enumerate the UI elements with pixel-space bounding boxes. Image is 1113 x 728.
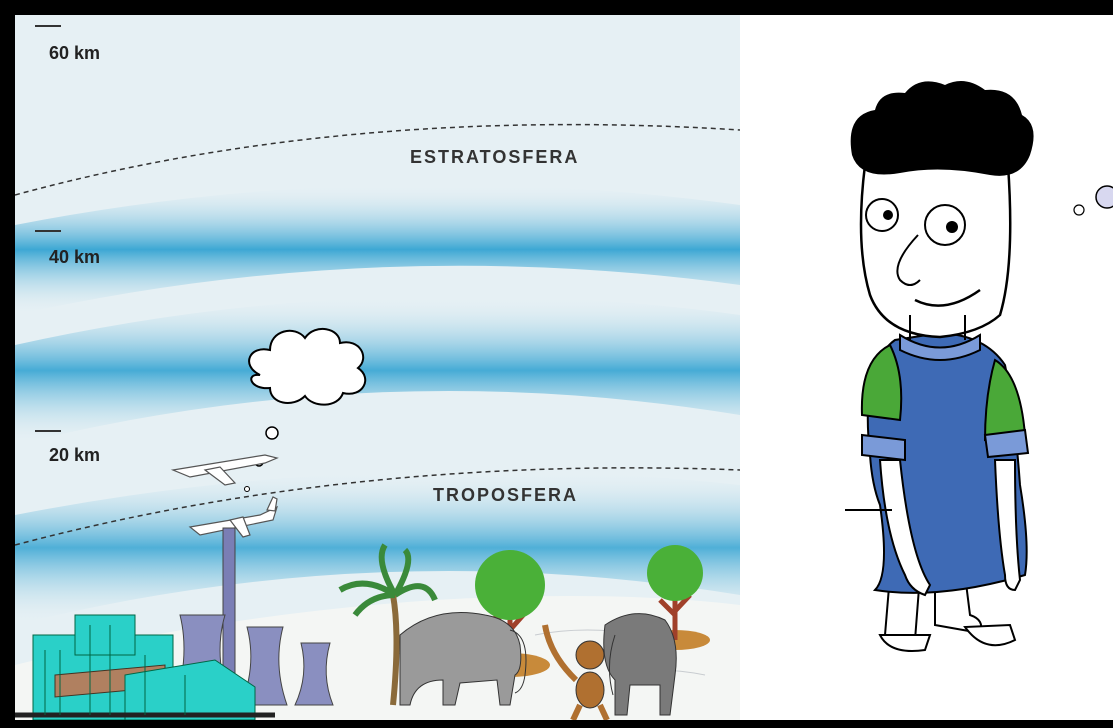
altitude-tick [35, 430, 61, 432]
elephant-icon [603, 613, 677, 716]
stratosphere-label: ESTRATOSFERA [410, 147, 580, 167]
tropopause-line [15, 467, 740, 546]
thought-bubble-large [1095, 185, 1113, 209]
band-lower [15, 470, 740, 625]
altitude-tick [35, 230, 61, 232]
elephant-icon [399, 612, 527, 706]
cartoon-boy-illustration [845, 81, 1113, 652]
factory-icon [15, 614, 275, 720]
airliner-icon [188, 496, 278, 538]
character-head [859, 163, 1012, 339]
atmosphere-panel: 60 km 40 km 20 km ESTRATOSFERA TROPOSFER… [15, 15, 740, 720]
palm-tree-icon [338, 543, 438, 706]
band-middle [15, 295, 740, 445]
thought-cloud [248, 328, 367, 406]
band-upper [15, 184, 740, 315]
altitude-label-60km: 60 km [49, 43, 101, 63]
atmosphere-illustration [15, 15, 740, 720]
thought-bubble-small [1073, 204, 1085, 216]
stratopause-line [15, 123, 740, 196]
altitude-tick [35, 25, 61, 27]
character-panel [740, 15, 1113, 720]
cooling-tower-3 [294, 642, 334, 706]
troposphere-label: TROPOSFERA [433, 485, 579, 505]
altitude-label-40km: 40 km [49, 247, 101, 267]
character-hair [850, 81, 1034, 176]
altitude-label-20km: 20 km [49, 445, 101, 465]
chimney [222, 527, 236, 679]
monkey-icon [542, 624, 610, 720]
supersonic-plane-icon [170, 454, 279, 486]
